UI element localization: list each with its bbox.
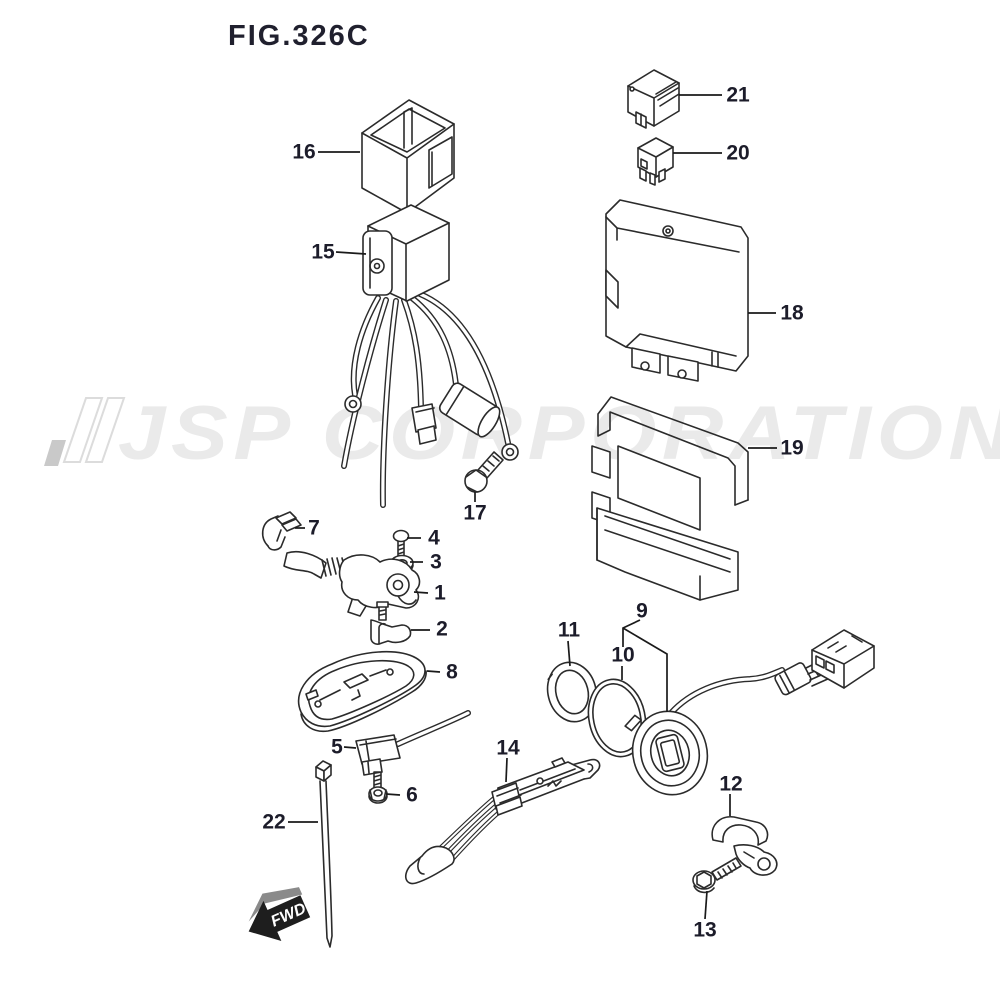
callout-18: 18 (780, 301, 804, 325)
callout-12: 12 (719, 772, 743, 796)
callout-20: 20 (726, 141, 750, 165)
part-9-drawing (623, 630, 874, 803)
part-4-drawing (394, 531, 409, 557)
part-7-drawing (263, 512, 301, 550)
watermark-logo-icon (44, 390, 160, 466)
part-20-drawing (638, 138, 673, 185)
part-1-drawing (284, 552, 419, 616)
part-15-drawing (344, 205, 518, 505)
part-10-drawing (582, 674, 653, 762)
figure-title: FIG.326C (228, 20, 370, 52)
callout-1: 1 (434, 581, 446, 605)
part-17-drawing (465, 452, 503, 492)
ring-terminal (345, 396, 361, 412)
part-8-drawing (299, 652, 426, 732)
callout-10: 10 (611, 643, 635, 667)
part-6-drawing (369, 772, 387, 803)
callout-3: 3 (430, 550, 442, 574)
callout-6: 6 (406, 783, 418, 807)
callout-17: 17 (463, 501, 487, 525)
callout-16: 16 (292, 140, 316, 164)
callout-22: 22 (262, 810, 286, 834)
harness-connector (812, 630, 874, 688)
callout-11: 11 (557, 618, 581, 642)
leader-lines (288, 95, 777, 919)
callout-15: 15 (311, 240, 335, 264)
part-14-drawing (406, 758, 600, 884)
callout-4: 4 (428, 526, 440, 550)
part-16-drawing (362, 100, 454, 213)
callout-2: 2 (436, 617, 448, 641)
callout-14: 14 (496, 736, 520, 760)
ring-terminal (502, 444, 518, 460)
callout-5: 5 (331, 735, 343, 759)
part-22-drawing (316, 761, 332, 947)
callout-21: 21 (726, 83, 750, 107)
part-11-drawing (541, 657, 602, 727)
watermark: JSP CORPORATION (118, 390, 1000, 477)
part-21-drawing (628, 70, 679, 128)
callout-8: 8 (446, 660, 458, 684)
cylindrical-connector (437, 381, 503, 440)
callout-7: 7 (308, 516, 320, 540)
part-18-drawing (606, 200, 748, 381)
callout-9: 9 (636, 599, 648, 623)
callout-19: 19 (780, 436, 804, 460)
watermark-text: JSP CORPORATION (118, 391, 1000, 476)
part-12-drawing (712, 817, 777, 875)
part-19-drawing (592, 397, 748, 600)
part-13-drawing (693, 858, 741, 892)
callout-13: 13 (693, 918, 717, 942)
harness-connector (412, 404, 436, 444)
part-2-drawing (371, 602, 411, 644)
fwd-arrow-icon: FWD (248, 887, 311, 942)
part-5-drawing (356, 713, 468, 775)
